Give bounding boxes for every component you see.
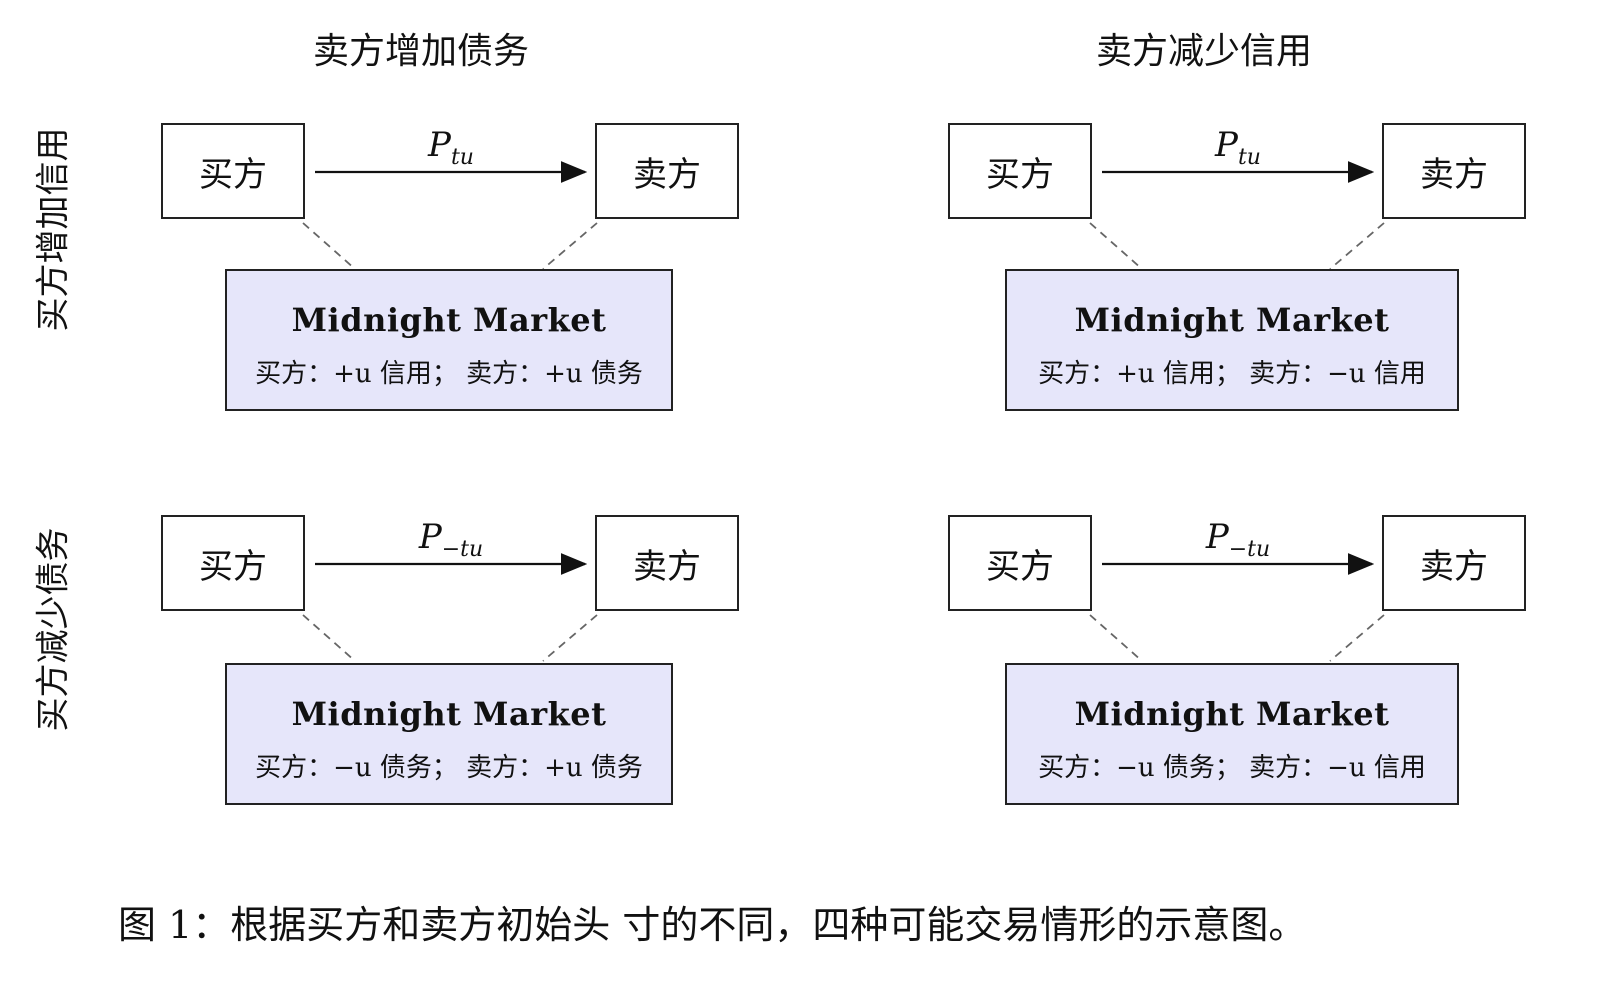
buyer-label: 买方 — [199, 546, 267, 587]
connector-lines — [1089, 553, 1385, 662]
column-title-2: 卖方减少信用 — [1096, 31, 1313, 72]
seller-dashed-link — [542, 614, 598, 662]
scenario-cell-4: 买方 卖方 P−tu Midnight Market 买方：−u 债务； 卖方：… — [948, 515, 1604, 815]
buyer-label: 买方 — [986, 154, 1054, 195]
seller-label: 卖方 — [633, 154, 701, 195]
seller-dashed-link — [1329, 222, 1385, 270]
column-title-1: 卖方增加债务 — [313, 31, 530, 72]
connector-lines — [1089, 161, 1385, 270]
scenario-cell-3: 买方 卖方 P−tu Midnight Market 买方：−u 债务； 卖方：… — [161, 515, 901, 815]
connector-lines — [302, 161, 598, 270]
seller-label: 卖方 — [1420, 154, 1488, 195]
market-box: Midnight Market 买方：+u 信用； 卖方：−u 信用 — [1005, 269, 1459, 411]
market-box: Midnight Market 买方：−u 债务； 卖方：−u 信用 — [1005, 663, 1459, 805]
scenario-cell-1: 买方 卖方 Ptu Midnight Market 买方：+u 信用； 卖方：+… — [161, 123, 901, 423]
seller-box: 卖方 — [595, 515, 739, 611]
payment-label: Ptu — [1215, 125, 1261, 170]
seller-label: 卖方 — [633, 546, 701, 587]
payment-label: P−tu — [418, 517, 484, 562]
buyer-box: 买方 — [161, 123, 305, 219]
buyer-dashed-link — [1089, 614, 1143, 662]
market-box: Midnight Market 买方：−u 债务； 卖方：+u 债务 — [225, 663, 673, 805]
market-title: Midnight Market — [1074, 695, 1390, 733]
market-title: Midnight Market — [291, 695, 607, 733]
payment-label: Ptu — [428, 125, 474, 170]
connector-lines — [302, 553, 598, 662]
market-detail: 买方：−u 债务； 卖方：−u 信用 — [1038, 753, 1426, 783]
seller-label: 卖方 — [1420, 546, 1488, 587]
row-title-1: 买方增加信用 — [33, 127, 74, 332]
seller-box: 卖方 — [1382, 515, 1526, 611]
buyer-box: 买方 — [161, 515, 305, 611]
row-title-2: 买方减少债务 — [33, 527, 74, 732]
figure-caption: 图 1：根据买方和卖方初始头 寸的不同，四种可能交易情形的示意图。 — [118, 903, 1307, 947]
buyer-dashed-link — [302, 614, 356, 662]
scenario-cell-2: 买方 卖方 Ptu Midnight Market 买方：+u 信用； 卖方：−… — [948, 123, 1604, 423]
buyer-box: 买方 — [948, 123, 1092, 219]
seller-dashed-link — [542, 222, 598, 270]
buyer-dashed-link — [302, 222, 356, 270]
seller-box: 卖方 — [1382, 123, 1526, 219]
market-title: Midnight Market — [291, 301, 607, 339]
market-title: Midnight Market — [1074, 301, 1390, 339]
seller-box: 卖方 — [595, 123, 739, 219]
payment-label: P−tu — [1205, 517, 1271, 562]
seller-dashed-link — [1329, 614, 1385, 662]
market-detail: 买方：+u 信用； 卖方：−u 信用 — [1038, 359, 1426, 389]
buyer-dashed-link — [1089, 222, 1143, 270]
market-box: Midnight Market 买方：+u 信用； 卖方：+u 债务 — [225, 269, 673, 411]
buyer-label: 买方 — [986, 546, 1054, 587]
buyer-label: 买方 — [199, 154, 267, 195]
market-detail: 买方：−u 债务； 卖方：+u 债务 — [255, 753, 643, 783]
market-detail: 买方：+u 信用； 卖方：+u 债务 — [255, 359, 643, 389]
buyer-box: 买方 — [948, 515, 1092, 611]
